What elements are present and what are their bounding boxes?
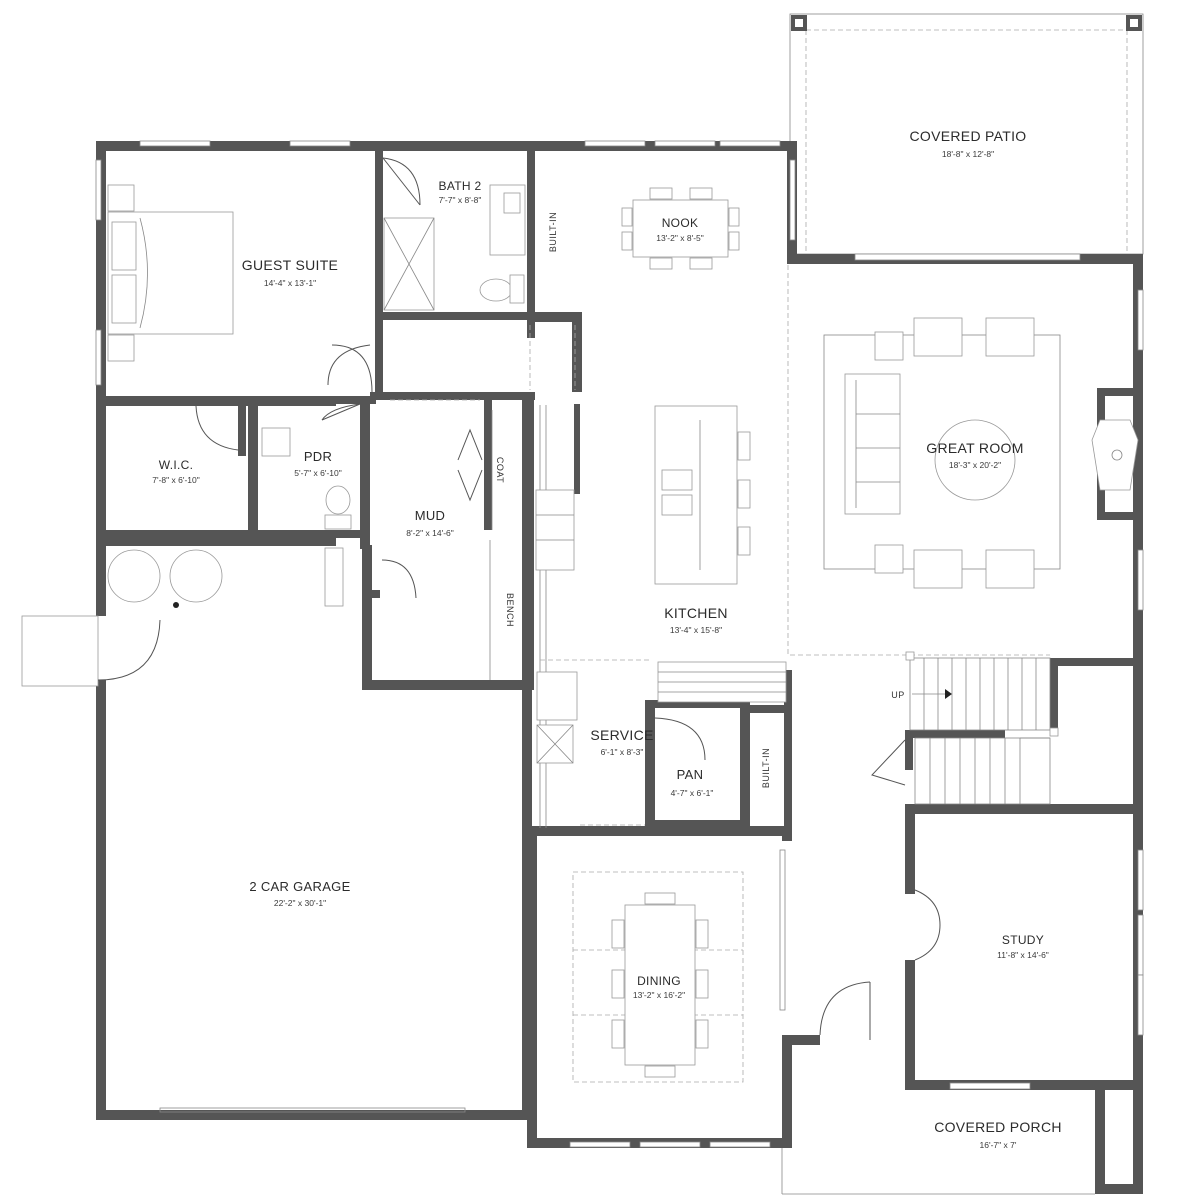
stairs <box>871 651 1059 805</box>
bath2-fixtures <box>382 157 526 311</box>
pdr-name: PDR <box>304 449 332 464</box>
nook-name: NOOK <box>662 216 699 230</box>
great-room-name: GREAT ROOM <box>926 440 1023 456</box>
pan-dims: 4'-7" x 6'-1" <box>671 788 714 798</box>
great-room-furniture <box>823 317 1139 589</box>
mud-dims: 8'-2" x 14'-6" <box>406 528 454 538</box>
kitchen-name: KITCHEN <box>664 605 728 621</box>
service-dims: 6'-1" x 8'-3" <box>601 747 644 757</box>
great-room-dims: 18'-3" x 20'-2" <box>949 460 1001 470</box>
covered-patio-dims: 18'-8" x 12'-8" <box>942 149 994 159</box>
service-name: SERVICE <box>590 727 653 743</box>
covered-porch-area <box>781 1148 1095 1195</box>
bath2-dims: 7'-7" x 8'-8" <box>439 195 482 205</box>
windows <box>95 140 1144 1148</box>
kitchen-fixtures <box>535 265 1050 828</box>
up-label: UP <box>891 690 905 700</box>
garage-dims: 22'-2" x 30'-1" <box>274 898 326 908</box>
covered-porch-dims: 16'-7" x 7' <box>980 1140 1017 1150</box>
covered-porch-name: COVERED PORCH <box>934 1119 1062 1135</box>
guest-suite-furniture <box>107 184 234 362</box>
wic-name: W.I.C. <box>159 458 193 472</box>
mud-name: MUD <box>415 508 446 523</box>
wic-dims: 7'-8" x 6'-10" <box>152 475 200 485</box>
dining-table <box>572 871 744 1083</box>
bath2-name: BATH 2 <box>439 179 482 193</box>
room-labels: COVERED PATIO 18'-8" x 12'-8" GUEST SUIT… <box>152 128 1062 1150</box>
study-doors <box>819 889 941 1040</box>
builtin-top-label: BUILT-IN <box>548 212 558 252</box>
study-name: STUDY <box>1002 933 1044 947</box>
nook-dims: 13'-2" x 8'-5" <box>656 233 704 243</box>
nook-table <box>621 187 740 270</box>
service-fixtures <box>536 671 706 826</box>
bench-label: BENCH <box>505 593 515 627</box>
laundry-appliances <box>21 549 223 687</box>
pdr-dims: 5'-7" x 6'-10" <box>294 468 342 478</box>
study-dims: 11'-8" x 14'-6" <box>997 950 1049 960</box>
dining-name: DINING <box>637 974 681 988</box>
guest-suite-dims: 14'-4" x 13'-1" <box>264 278 316 288</box>
garage-name: 2 CAR GARAGE <box>249 879 350 894</box>
small-labels: BUILT-IN BUILT-IN COAT BENCH UP <box>495 212 905 788</box>
kitchen-dims: 13'-4" x 15'-8" <box>670 625 722 635</box>
guest-suite-name: GUEST SUITE <box>242 257 338 273</box>
covered-patio-name: COVERED PATIO <box>910 128 1027 144</box>
pan-name: PAN <box>677 767 704 782</box>
dining-dims: 13'-2" x 16'-2" <box>633 990 685 1000</box>
pdr-mud-fixtures <box>195 325 576 680</box>
builtin-lower-label: BUILT-IN <box>761 748 771 788</box>
coat-label: COAT <box>495 457 505 483</box>
